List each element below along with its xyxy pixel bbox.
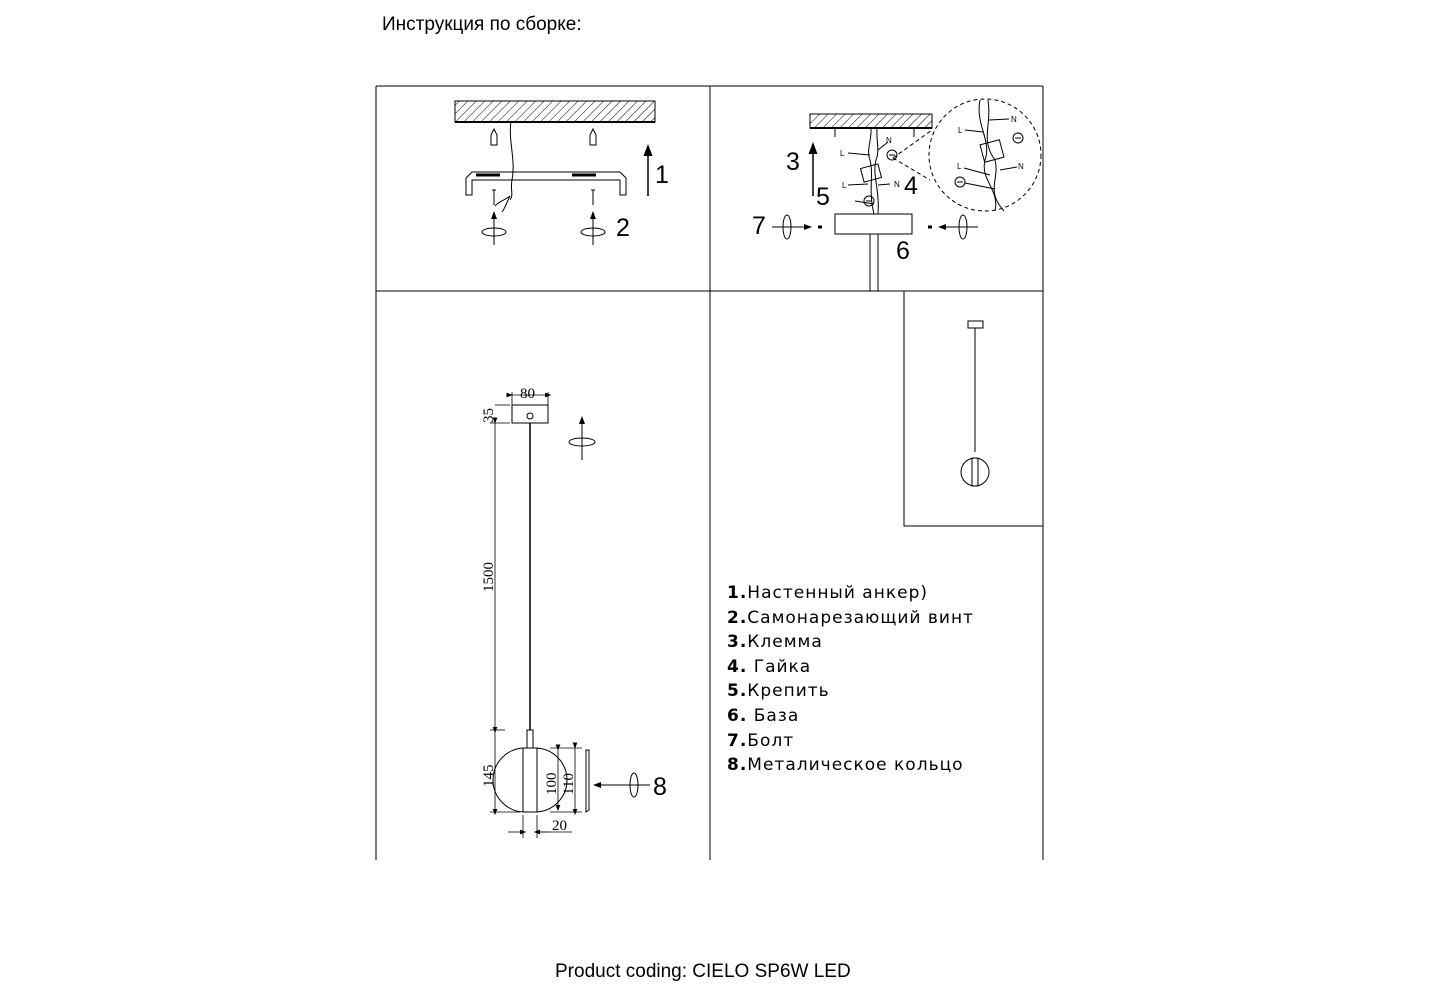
screw-icon [492,189,595,205]
ceiling-hatch [454,100,656,123]
dimension-labels: 80 35 1500 145 100 110 20 [481,386,577,834]
rotate-arrow-icon [568,416,596,460]
step-label-3: 3 [786,148,800,176]
ceiling-hatch [809,113,933,129]
canopy [511,404,549,424]
panel-bracket-mounting [454,100,656,245]
svg-text:100: 100 [544,773,560,796]
panel-wiring [772,98,1042,291]
step-label-4: 4 [904,172,918,200]
panel-dimensions [490,392,650,838]
product-code: Product coding: CIELO SP6W LED [555,961,851,982]
legend-item: 3.Клемма [727,632,823,653]
svg-text:N: N [1011,115,1017,124]
mounting-bracket [465,171,627,196]
step-label-1: 1 [655,161,669,189]
detail-magnifier [892,98,1042,212]
page-title: Инструкция по сборке: [382,14,582,35]
svg-text:L: L [958,126,963,135]
svg-text:80: 80 [520,386,535,402]
svg-text:20: 20 [552,818,567,834]
step-label-7: 7 [752,212,766,240]
terminal-block [859,163,883,183]
base [834,213,913,235]
svg-text:N: N [894,180,900,189]
legend-item: 1.Настенный анкер) [727,583,928,603]
frame-grid [375,85,1044,860]
rotate-arrow-icon [481,211,606,245]
legend-item: 4. Гайка [727,656,812,677]
wire-labels: L N L N L N L N [840,115,1024,190]
legend-item: 6. База [727,705,800,726]
svg-text:145: 145 [481,765,497,788]
svg-text:L: L [840,149,845,158]
legend-item: 2.Самонарезающий винт [727,607,974,628]
svg-text:N: N [886,136,892,145]
step-label-6: 6 [896,237,910,265]
legend-item: 5.Крепить [727,681,830,702]
assembled-lamp-preview [960,320,990,487]
svg-text:110: 110 [561,773,577,795]
svg-text:L: L [957,162,962,171]
svg-text:L: L [842,181,847,190]
svg-text:N: N [1018,162,1024,171]
cable [509,121,514,201]
dimension-lines [490,392,582,838]
bolt-arrow-icon [772,214,978,240]
step-label-2: 2 [616,214,630,242]
legend-item: 7.Болт [727,730,795,751]
parts-legend: 1.Настенный анкер) 2.Самонарезающий винт… [727,581,974,778]
ring-arrow-icon [593,772,650,798]
step-label-5: 5 [816,183,830,211]
step-label-8: 8 [653,773,667,801]
wall-anchor-icon [490,127,597,146]
svg-text:1500: 1500 [481,562,497,592]
metal-ring [585,749,590,813]
svg-text:35: 35 [481,408,497,423]
legend-item: 8.Металическое кольцо [727,755,964,776]
globe [492,747,526,813]
